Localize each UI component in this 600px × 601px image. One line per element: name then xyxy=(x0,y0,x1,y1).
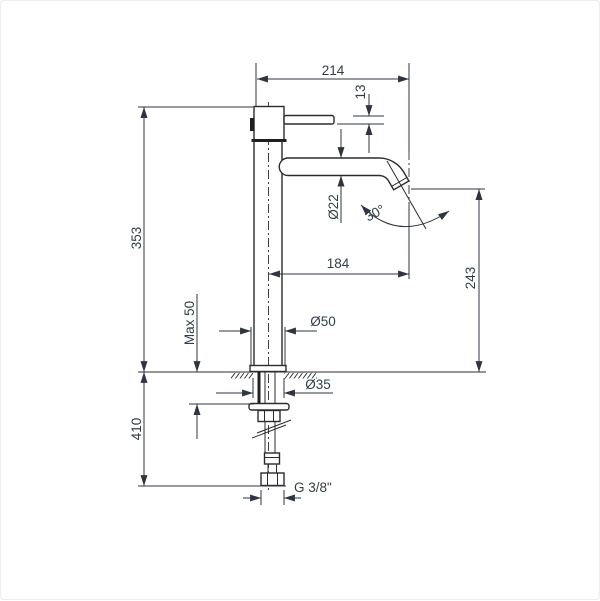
dim-g38-label: G 3/8" xyxy=(294,480,332,495)
dim-o22-label: Ø22 xyxy=(326,194,341,220)
deck-hatch-right xyxy=(284,372,317,379)
counter-surface xyxy=(138,371,486,379)
faucet-body xyxy=(249,102,410,490)
angle-reference-line xyxy=(386,160,427,230)
faucet-base xyxy=(249,364,287,373)
dim-13-label: 13 xyxy=(353,84,368,99)
dimension-max50: Max 50 xyxy=(182,294,254,439)
break-symbol xyxy=(251,424,287,439)
hose-fitting xyxy=(263,452,281,465)
mounting-assembly xyxy=(248,372,292,487)
dim-410-label: 410 xyxy=(129,418,144,441)
mounting-nut xyxy=(257,409,281,423)
dim-353-label: 353 xyxy=(129,227,144,250)
dim-214-label: 214 xyxy=(322,63,345,78)
dimension-410: 410 xyxy=(129,372,286,487)
dimension-13: 13 xyxy=(337,84,384,153)
faucet-head xyxy=(253,105,285,141)
faucet-lever xyxy=(283,114,335,125)
dimension-g38: G 3/8" xyxy=(243,480,332,505)
mounting-flange xyxy=(248,402,290,411)
dimension-184: 184 xyxy=(269,256,409,278)
dim-o35-label: Ø35 xyxy=(305,377,331,392)
dim-max50-label: Max 50 xyxy=(182,301,197,345)
dimension-243: 243 xyxy=(411,188,485,372)
dimension-o22: Ø22 xyxy=(326,129,345,223)
faucet-spout xyxy=(278,157,410,191)
break-symbol xyxy=(256,419,292,434)
head-side-detail xyxy=(250,118,255,131)
dimension-353: 353 xyxy=(129,106,253,372)
dim-184-label: 184 xyxy=(327,256,350,271)
hose-connector-nut xyxy=(260,472,285,487)
dim-o50-label: Ø50 xyxy=(310,314,336,329)
dimension-o35: Ø35 xyxy=(216,377,333,398)
dim-243-label: 243 xyxy=(463,267,478,290)
dimension-214: 214 xyxy=(255,63,410,279)
angle-arc xyxy=(360,204,450,228)
dimension-o50: Ø50 xyxy=(219,314,336,365)
deck-hatch-left xyxy=(231,372,253,379)
dim-30deg-label: 30° xyxy=(362,202,387,225)
